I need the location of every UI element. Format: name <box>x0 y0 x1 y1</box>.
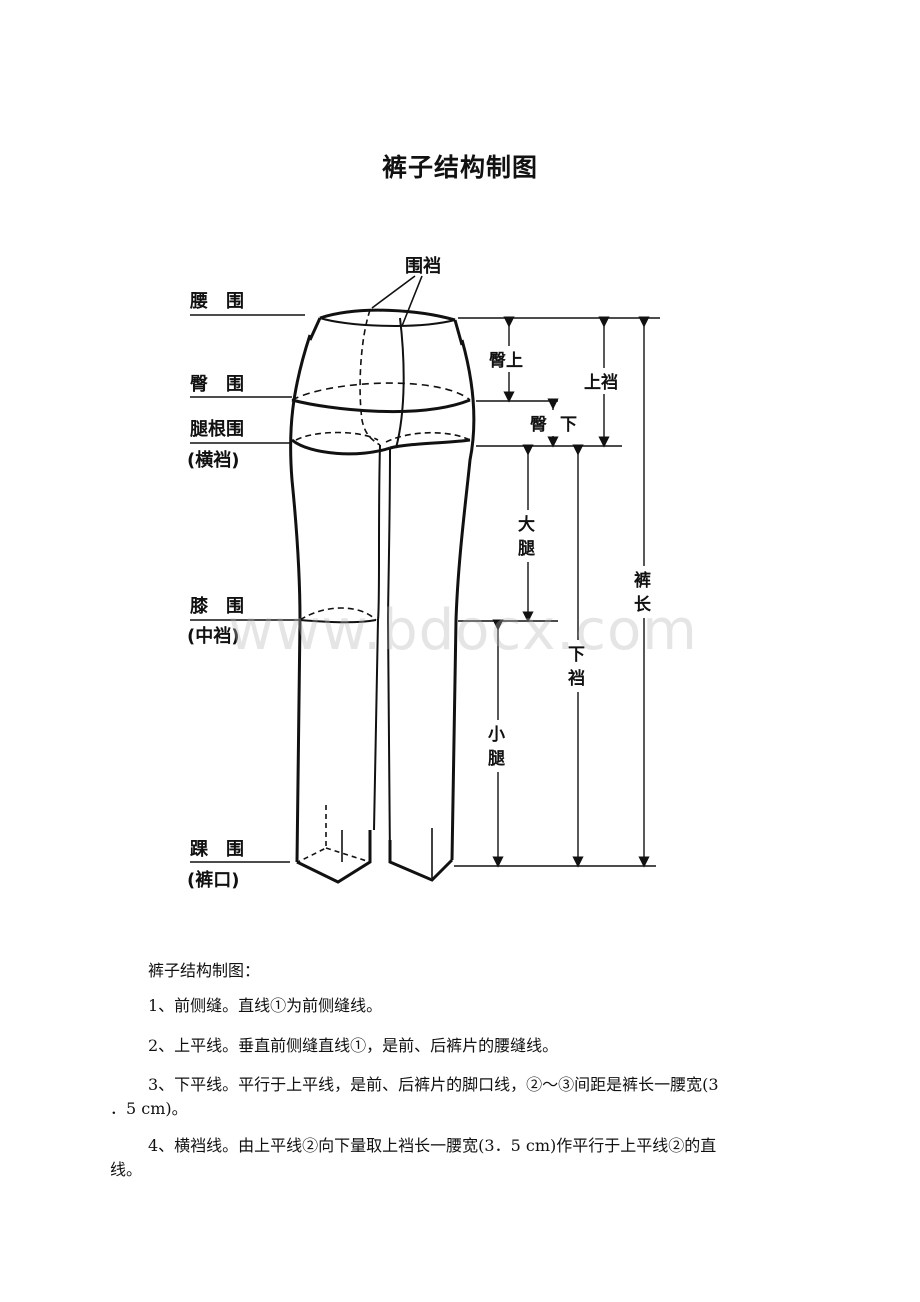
thigh-label: 腿根围 <box>190 418 244 440</box>
length-label-a: 裤 <box>634 570 651 591</box>
length-label-b: 长 <box>634 594 652 615</box>
waist-label: 腰 围 <box>189 291 244 312</box>
trousers-diagram: 腰 围 臀 围 腿根围 (横裆) 膝 围 (中裆) 踝 围 (裤口) 围裆 臀上… <box>187 255 660 891</box>
paragraph-4-line-1: 4、横裆线。由上平线②向下量取上裆长一腰宽(3．5 cm)作平行于上平线②的直 <box>148 1136 717 1155</box>
hip-lower-label-a: 臀 <box>530 415 547 435</box>
ankle-sub-label: (裤口) <box>187 869 239 891</box>
paragraph-1: 1、前侧缝。直线①为前侧缝线。 <box>148 996 383 1015</box>
paragraph-3-line-2: ．5 cm)。 <box>110 1099 188 1118</box>
knee-sub-label: (中裆) <box>187 625 239 647</box>
thigh-dim-label-b: 腿 <box>518 539 535 559</box>
paragraph-4-line-2: 线。 <box>110 1160 143 1179</box>
hip-upper-label: 臀上 <box>489 351 523 371</box>
upper-crotch-label: 上裆 <box>584 372 618 393</box>
hip-label: 臀 围 <box>190 374 244 395</box>
paragraph-3-line-1: 3、下平线。平行于上平线，是前、后裤片的脚口线，②～③间距是裤长一腰宽(3 <box>148 1075 719 1094</box>
page-title: 裤子结构制图 <box>381 153 538 182</box>
paragraph-2: 2、上平线。垂直前侧缝直线①，是前、后裤片的腰缝线。 <box>148 1036 559 1055</box>
lower-crotch-label-a: 下 <box>568 645 585 665</box>
lower-crotch-label-b: 裆 <box>568 668 585 689</box>
hip-lower-label-b: 下 <box>560 415 577 435</box>
paragraph-intro: 裤子结构制图： <box>148 961 261 980</box>
ankle-label: 踝 围 <box>190 839 244 860</box>
knee-label: 膝 围 <box>190 595 244 617</box>
thigh-sub-label: (横裆) <box>187 449 239 471</box>
thigh-dim-label-a: 大 <box>518 514 535 535</box>
calf-label-b: 腿 <box>488 749 505 769</box>
watermark: www.bdocx.com <box>228 598 698 663</box>
calf-label-a: 小 <box>488 725 505 745</box>
crotch-label: 围裆 <box>405 255 441 277</box>
